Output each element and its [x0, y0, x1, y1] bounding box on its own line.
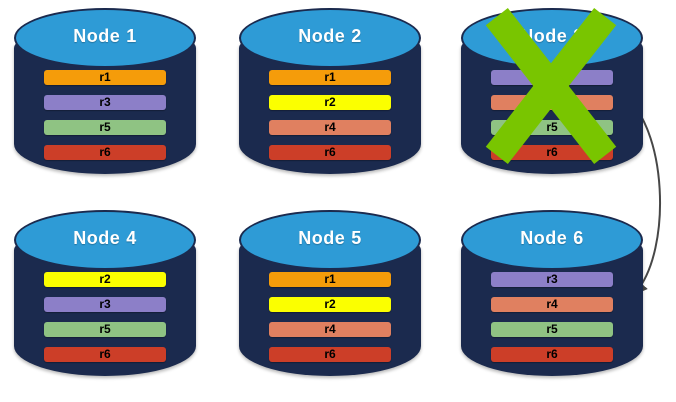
cylinder-top-ellipse: [461, 210, 643, 270]
replica-bar[interactable]: r2: [269, 95, 391, 110]
cylinder-top-ellipse: [14, 8, 196, 68]
replica-bar[interactable]: r5: [491, 322, 613, 337]
replica-bar[interactable]: r4: [269, 120, 391, 135]
replica-list: r3 r4 r5 r6: [491, 272, 613, 372]
replica-bar[interactable]: r3: [44, 297, 166, 312]
replica-bar[interactable]: r6: [491, 145, 613, 160]
cylinder-top-ellipse: [14, 210, 196, 270]
replica-bar[interactable]: r6: [44, 145, 166, 160]
replica-bar[interactable]: r5: [44, 322, 166, 337]
replica-bar[interactable]: r5: [44, 120, 166, 135]
replica-bar[interactable]: r5: [491, 120, 613, 135]
replica-list: r3 r4 r5 r6: [491, 70, 613, 170]
replica-list: r1 r2 r4 r6: [269, 272, 391, 372]
replica-bar[interactable]: r6: [491, 347, 613, 362]
replica-list: r1 r3 r5 r6: [44, 70, 166, 170]
replica-bar[interactable]: r4: [491, 297, 613, 312]
replica-bar[interactable]: r6: [269, 145, 391, 160]
replica-list: r2 r3 r5 r6: [44, 272, 166, 372]
replica-bar[interactable]: r2: [44, 272, 166, 287]
replica-bar[interactable]: r1: [269, 272, 391, 287]
replica-bar[interactable]: r4: [269, 322, 391, 337]
replica-bar[interactable]: r3: [44, 95, 166, 110]
cylinder-top-ellipse: [461, 8, 643, 68]
replica-bar[interactable]: r3: [491, 70, 613, 85]
replica-bar[interactable]: r4: [491, 95, 613, 110]
replica-bar[interactable]: r2: [269, 297, 391, 312]
replica-bar[interactable]: r1: [269, 70, 391, 85]
replica-list: r1 r2 r4 r6: [269, 70, 391, 170]
cylinder-top-ellipse: [239, 8, 421, 68]
replica-bar[interactable]: r6: [44, 347, 166, 362]
replica-bar[interactable]: r1: [44, 70, 166, 85]
cylinder-top-ellipse: [239, 210, 421, 270]
replica-bar[interactable]: r3: [491, 272, 613, 287]
replica-bar[interactable]: r6: [269, 347, 391, 362]
